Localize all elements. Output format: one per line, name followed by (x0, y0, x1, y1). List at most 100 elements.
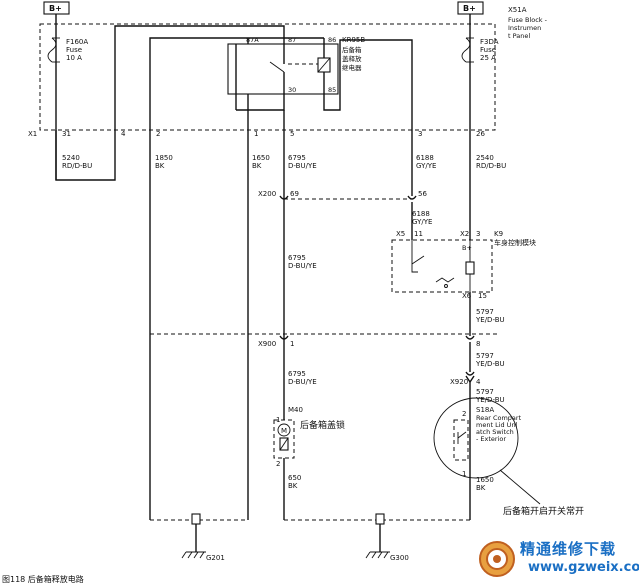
svg-text:X920: X920 (450, 378, 468, 386)
svg-text:后备箱开启开关常开: 后备箱开启开关常开 (503, 505, 584, 517)
svg-text:Fuse: Fuse (66, 46, 82, 54)
figure-caption: 图118 后备箱释放电路 (2, 575, 84, 584)
svg-text:6188: 6188 (412, 210, 430, 218)
svg-text:3: 3 (418, 130, 422, 138)
label-650: 650 BK (288, 474, 301, 490)
label-6795a: 6795 D-BU/YE (288, 154, 317, 170)
connector-x200: X200 69 56 (258, 190, 427, 200)
svg-text:25 A: 25 A (480, 54, 496, 62)
watermark-url: www.gzweix.com (528, 560, 639, 575)
svg-text:X6: X6 (462, 292, 472, 300)
svg-text:X900: X900 (258, 340, 276, 348)
fuse-block-outline (39, 23, 496, 131)
svg-text:11: 11 (414, 230, 423, 238)
svg-text:6795: 6795 (288, 254, 306, 262)
svg-text:D-BU/YE: D-BU/YE (288, 162, 317, 170)
svg-text:5797: 5797 (476, 388, 494, 396)
svg-text:ment Lid Unl: ment Lid Unl (476, 421, 518, 429)
wire-5240 (55, 130, 116, 181)
label-6795c: 6795 D-BU/YE (288, 370, 317, 386)
svg-text:M40: M40 (288, 406, 303, 414)
svg-text:85: 85 (328, 86, 336, 94)
svg-text:87A: 87A (246, 36, 259, 44)
label-2540: 2540 RD/D-BU (476, 154, 506, 170)
svg-text:69: 69 (290, 190, 299, 198)
svg-text:2: 2 (276, 460, 280, 468)
svg-text:4: 4 (121, 130, 126, 138)
body-control-module-k9: X5 11 X2 3 K9 车身控制模块 B+ X6 15 (391, 230, 536, 300)
label-5797a: 5797 YE/D-BU (475, 308, 505, 324)
trunk-switch-s18a: S18A Rear Compart ment Lid Unl atch Swit… (433, 397, 584, 517)
svg-text:Instrumen: Instrumen (508, 24, 541, 32)
svg-text:6795: 6795 (288, 154, 306, 162)
svg-text:B+: B+ (49, 4, 62, 13)
svg-text:2540: 2540 (476, 154, 494, 162)
watermark-title: 精通维修下载 (520, 540, 617, 558)
svg-text:Fuse Block -: Fuse Block - (508, 16, 548, 24)
gear-logo-icon (479, 541, 515, 577)
svg-text:t Panel: t Panel (508, 32, 530, 40)
svg-text:X200: X200 (258, 190, 276, 198)
label-6795b: 6795 D-BU/YE (288, 254, 317, 270)
svg-text:B+: B+ (462, 244, 472, 252)
svg-text:1: 1 (276, 416, 280, 424)
svg-text:GY/YE: GY/YE (416, 162, 436, 170)
svg-text:RD/D-BU: RD/D-BU (476, 162, 506, 170)
label-1850: 1850 BK (155, 154, 173, 170)
relay-kr95b: 87A 87 86 30 85 KR95B 后备箱 盖释放 继电器 (227, 36, 365, 110)
svg-text:X2: X2 (460, 230, 469, 238)
svg-text:X5: X5 (396, 230, 405, 238)
svg-text:X1: X1 (28, 130, 37, 138)
battery-right: B+ (457, 1, 484, 24)
svg-text:D-BU/YE: D-BU/YE (288, 378, 317, 386)
svg-text:1650: 1650 (252, 154, 270, 162)
svg-text:1650: 1650 (476, 476, 494, 484)
svg-text:26: 26 (476, 130, 485, 138)
label-5240: 5240 RD/D-BU (62, 154, 92, 170)
connector-x1: X1 31 4 2 1 5 3 26 (28, 130, 485, 138)
svg-text:B+: B+ (463, 4, 476, 13)
svg-text:6795: 6795 (288, 370, 306, 378)
svg-text:BK: BK (288, 482, 298, 490)
svg-text:BK: BK (252, 162, 262, 170)
svg-text:BK: BK (155, 162, 165, 170)
svg-text:31: 31 (62, 130, 71, 138)
svg-text:86: 86 (328, 36, 336, 44)
svg-text:650: 650 (288, 474, 301, 482)
label-5797c: 5797 YE/D-BU (475, 388, 505, 404)
svg-text:Fuse: Fuse (480, 46, 496, 54)
label-5797b: 5797 YE/D-BU (475, 352, 505, 368)
fuse-f3da: F3DA Fuse 25 A (461, 24, 499, 63)
svg-text:BK: BK (476, 484, 486, 492)
svg-text:继电器: 继电器 (342, 63, 362, 72)
ground-g300: G300 (365, 513, 409, 562)
ground-g201: G201 (181, 513, 225, 562)
label-1650: 1650 BK (252, 154, 270, 170)
wire-pin4-top (114, 25, 285, 130)
svg-text:87: 87 (288, 36, 296, 44)
svg-text:6188: 6188 (416, 154, 434, 162)
svg-text:YE/D-BU: YE/D-BU (475, 316, 505, 324)
svg-text:56: 56 (418, 190, 427, 198)
svg-text:5797: 5797 (476, 352, 494, 360)
svg-text:盖释放: 盖释放 (342, 54, 362, 63)
svg-text:RD/D-BU: RD/D-BU (62, 162, 92, 170)
svg-text:1: 1 (462, 470, 466, 478)
svg-text:15: 15 (478, 292, 487, 300)
wire-pin2-top (149, 37, 248, 130)
svg-text:1: 1 (254, 130, 258, 138)
svg-text:30: 30 (288, 86, 296, 94)
svg-text:5797: 5797 (476, 308, 494, 316)
svg-text:G300: G300 (390, 554, 409, 562)
svg-text:5: 5 (290, 130, 294, 138)
fuse-block-label: X51A Fuse Block - Instrumen t Panel (508, 6, 548, 40)
svg-text:1: 1 (290, 340, 294, 348)
label-1650b: 1650 BK (476, 476, 494, 492)
svg-text:GY/YE: GY/YE (412, 218, 432, 226)
trunk-latch-m40: M40 1 M 2 后备箱盖锁 (273, 406, 345, 468)
svg-text:F3DA: F3DA (480, 38, 499, 46)
label-6188b: 6188 GY/YE (412, 210, 432, 226)
svg-text:2: 2 (156, 130, 160, 138)
svg-text:4: 4 (476, 378, 481, 386)
